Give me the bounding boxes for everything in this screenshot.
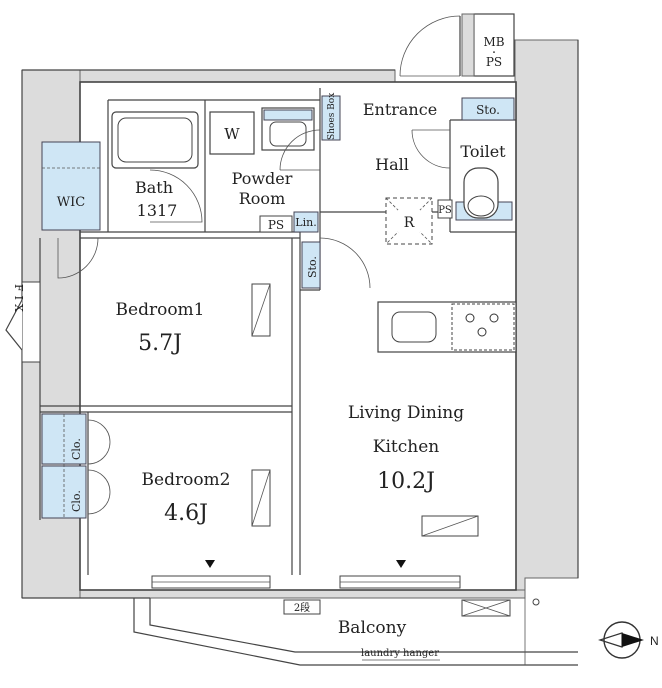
svg-text:・: ・: [490, 48, 498, 57]
balcony: 2段 Balcony laundry hanger: [133, 598, 578, 666]
powder-ps-label: PS: [268, 218, 284, 232]
bedroom2-size: 4.6J: [164, 501, 208, 526]
bedroom1-size: 5.7J: [138, 331, 182, 356]
north-arrow-icon: N: [598, 621, 659, 659]
mb-ps-label: PS: [486, 55, 502, 69]
ldk-label-2: Kitchen: [373, 437, 439, 457]
bedroom1: Bedroom1 5.7J FIX: [5, 281, 271, 363]
balcony-label: Balcony: [338, 618, 407, 638]
powder-label-1: Powder: [232, 169, 293, 188]
washer-label: W: [224, 125, 240, 143]
powder-label-2: Room: [239, 189, 285, 208]
hall-storage-label: Sto.: [306, 256, 319, 278]
shoes-box: Shoes Box: [321, 93, 341, 141]
meter-box: MB ・ PS: [461, 13, 515, 77]
bath-label: Bath: [135, 178, 173, 197]
entrance-door[interactable]: [399, 15, 461, 77]
hall-storage: Sto.: [301, 241, 321, 289]
hall-label: Hall: [375, 155, 409, 174]
toilet-label: Toilet: [460, 142, 506, 161]
bedroom2-label: Bedroom2: [142, 470, 231, 490]
closet-upper-label: Clo.: [70, 438, 83, 460]
living-dining-kitchen: Living Dining Kitchen 10.2J: [339, 301, 517, 589]
bedroom1-label: Bedroom1: [116, 300, 205, 320]
bedroom2: Clo. Clo. Bedroom2 4.6J: [41, 413, 271, 589]
powder-room: W Powder Room PS Lin.: [209, 107, 321, 233]
linen-label: Lin.: [295, 216, 316, 229]
refrigerator-label: R: [404, 215, 415, 231]
walk-in-closet: WIC: [41, 141, 101, 279]
entrance-storage-label: Sto.: [476, 103, 500, 117]
north-label: N: [650, 634, 659, 648]
bath-area: Bath 1317: [111, 111, 203, 223]
fix-label: FIX: [12, 284, 25, 316]
toilet-ps-label: PS: [438, 205, 452, 216]
laundry-hanger-label: laundry hanger: [361, 648, 439, 659]
shoes-label: Shoes Box: [327, 93, 337, 140]
entrance-hall: Entrance Sto. Hall R: [319, 97, 515, 289]
entrance-label: Entrance: [363, 100, 437, 119]
bath-size: 1317: [137, 201, 178, 220]
closet-lower-label: Clo.: [70, 490, 83, 512]
step-label: 2段: [294, 601, 310, 614]
ldk-label-1: Living Dining: [348, 403, 464, 423]
toilet-room: Toilet PS: [437, 142, 513, 221]
ldk-size: 10.2J: [377, 469, 435, 494]
mb-label: MB: [483, 35, 504, 49]
wic-label: WIC: [57, 195, 85, 210]
